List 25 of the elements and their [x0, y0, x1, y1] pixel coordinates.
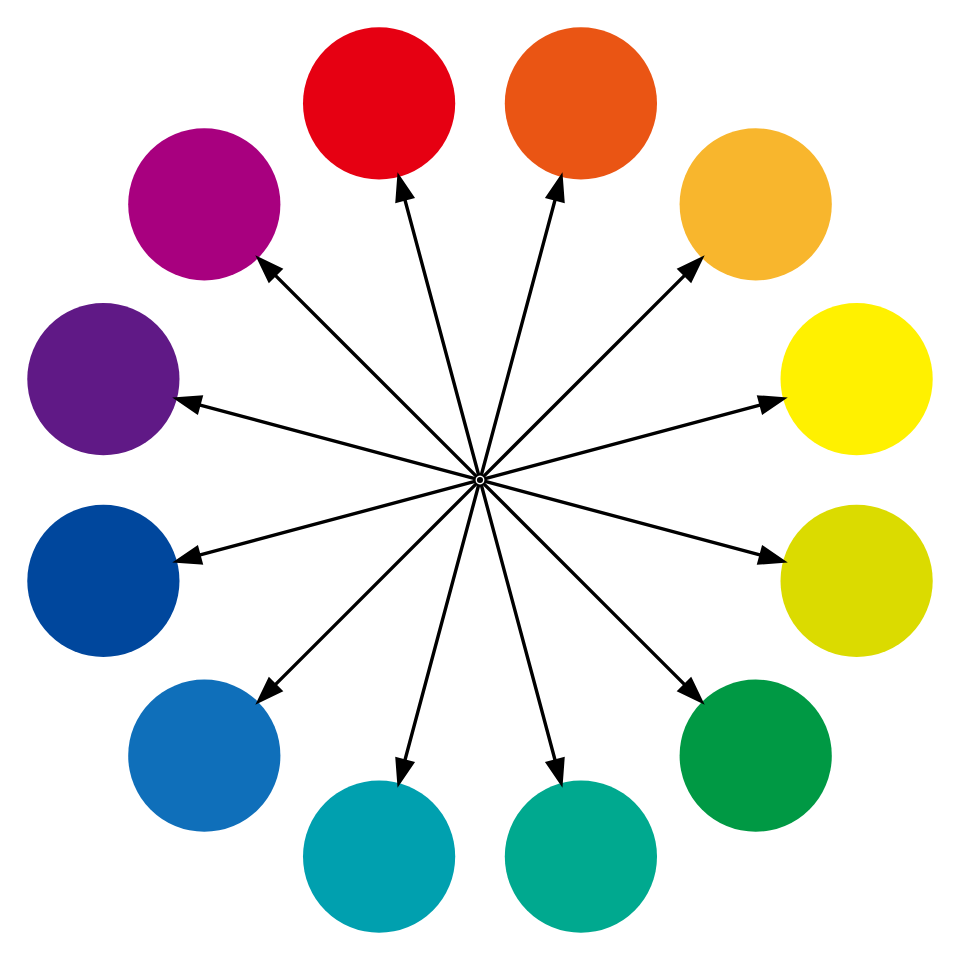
node-circle: [27, 303, 180, 456]
node-circle: [780, 303, 933, 456]
arrow: [479, 483, 565, 788]
arrow: [395, 483, 481, 788]
arrow: [483, 479, 788, 565]
node-circle: [303, 780, 456, 933]
arrow: [255, 481, 479, 705]
node-circle: [303, 27, 456, 180]
node-circle: [27, 504, 180, 657]
arrow: [395, 172, 481, 477]
node-circle: [679, 679, 832, 832]
arrow: [172, 479, 477, 565]
node-circle: [780, 504, 933, 657]
arrow: [479, 172, 565, 477]
node-circle: [128, 128, 281, 281]
arrow: [172, 395, 477, 481]
arrow: [481, 255, 705, 479]
arrow: [255, 255, 479, 479]
node-point: [476, 476, 484, 484]
node-circle: [679, 128, 832, 281]
arrow: [481, 481, 705, 705]
node-circle: [504, 780, 657, 933]
arrow: [483, 395, 788, 481]
node-circle: [128, 679, 281, 832]
node-circle: [504, 27, 657, 180]
